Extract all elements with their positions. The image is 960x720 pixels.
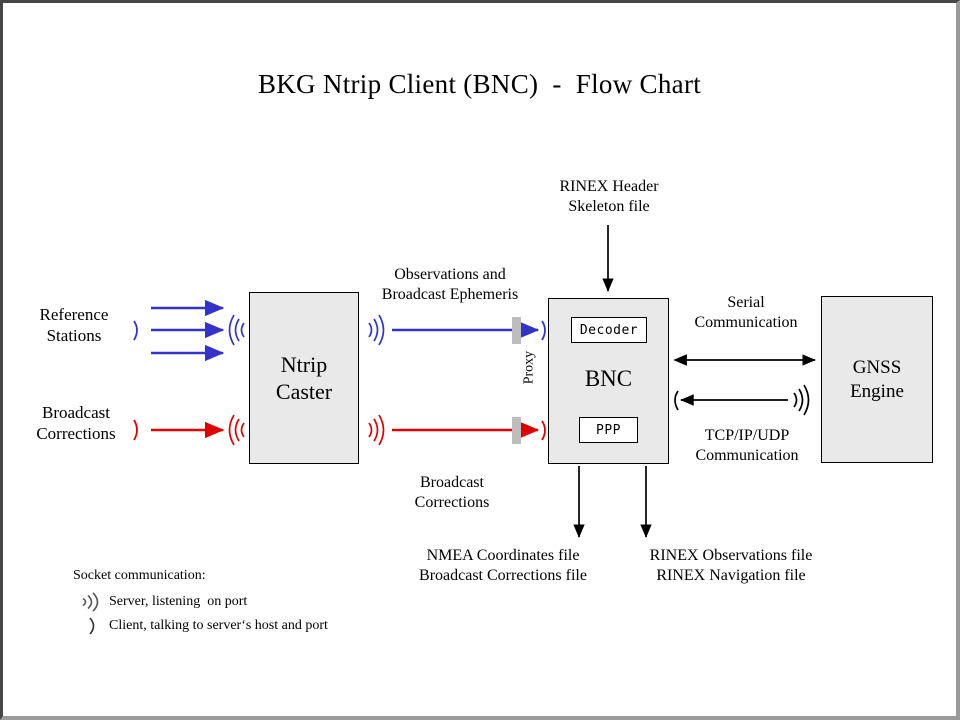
server-socket-icon-caster-out-corrections	[368, 414, 385, 446]
legend-heading: Socket communication:	[73, 568, 206, 583]
server-socket-icon-caster-corrections	[228, 414, 245, 446]
proxy-bar-corrections	[512, 417, 521, 444]
reference-station-arrows	[151, 299, 225, 362]
proxy-bar-observations	[512, 317, 521, 344]
client-socket-icon-bnc-tcpip	[674, 390, 679, 411]
server-socket-icon-caster-out-observations	[368, 314, 385, 346]
label-serial-communication: Serial Communication	[694, 294, 798, 331]
label-broadcast-corrections-source: Broadcast Corrections	[36, 403, 116, 443]
proxy-label: Proxy	[521, 350, 537, 385]
label-observations-and-ephemeris: Observations and Broadcast Ephemeris	[381, 266, 519, 303]
gnss-engine-label-line1: GNSS	[852, 356, 902, 378]
ntrip-caster-label-line1: Ntrip	[280, 351, 328, 377]
node-gnss-engine[interactable]: GNSS Engine	[821, 296, 933, 463]
bnc-decoder-module[interactable]: Decoder	[571, 317, 647, 343]
client-socket-icon-bnc-corrections	[541, 420, 546, 441]
client-socket-icon-bnc-observations	[541, 320, 546, 341]
label-broadcast-corrections-stream: Broadcast Corrections	[414, 474, 490, 511]
legend-item-client: Client, talking to server‘s host and por…	[73, 614, 328, 638]
bnc-ppp-module[interactable]: PPP	[579, 417, 638, 443]
legend-item-server-text: Server, listening on port	[109, 594, 248, 609]
label-tcpip-udp-communication: TCP/IP/UDP Communication	[695, 427, 799, 464]
label-rinex-output-files: RINEX Observations file RINEX Navigation…	[649, 547, 813, 584]
legend-item-server: Server, listening on port	[73, 590, 328, 614]
label-rinex-header-skeleton-file: RINEX Header Skeleton file	[559, 178, 659, 215]
legend: Socket communication: Server, listening …	[73, 568, 328, 638]
server-socket-icon	[73, 591, 109, 613]
label-nmea-output-files: NMEA Coordinates file Broadcast Correcti…	[419, 547, 587, 584]
server-socket-icon-caster-observations	[228, 314, 245, 346]
node-ntrip-caster[interactable]: Ntrip Caster	[249, 292, 359, 464]
label-reference-stations: Reference Stations	[39, 305, 109, 345]
page-title: BKG Ntrip Client (BNC) - Flow Chart	[257, 69, 702, 99]
client-socket-icon	[73, 615, 109, 637]
bnc-label: BNC	[584, 366, 633, 391]
ntrip-caster-label-line2: Caster	[275, 379, 333, 404]
client-socket-icon-reference-stations	[133, 320, 138, 341]
gnss-engine-label-line2: Engine	[850, 380, 904, 402]
server-socket-icon-gnss-engine	[793, 384, 810, 416]
legend-item-client-text: Client, talking to server‘s host and por…	[109, 618, 328, 633]
